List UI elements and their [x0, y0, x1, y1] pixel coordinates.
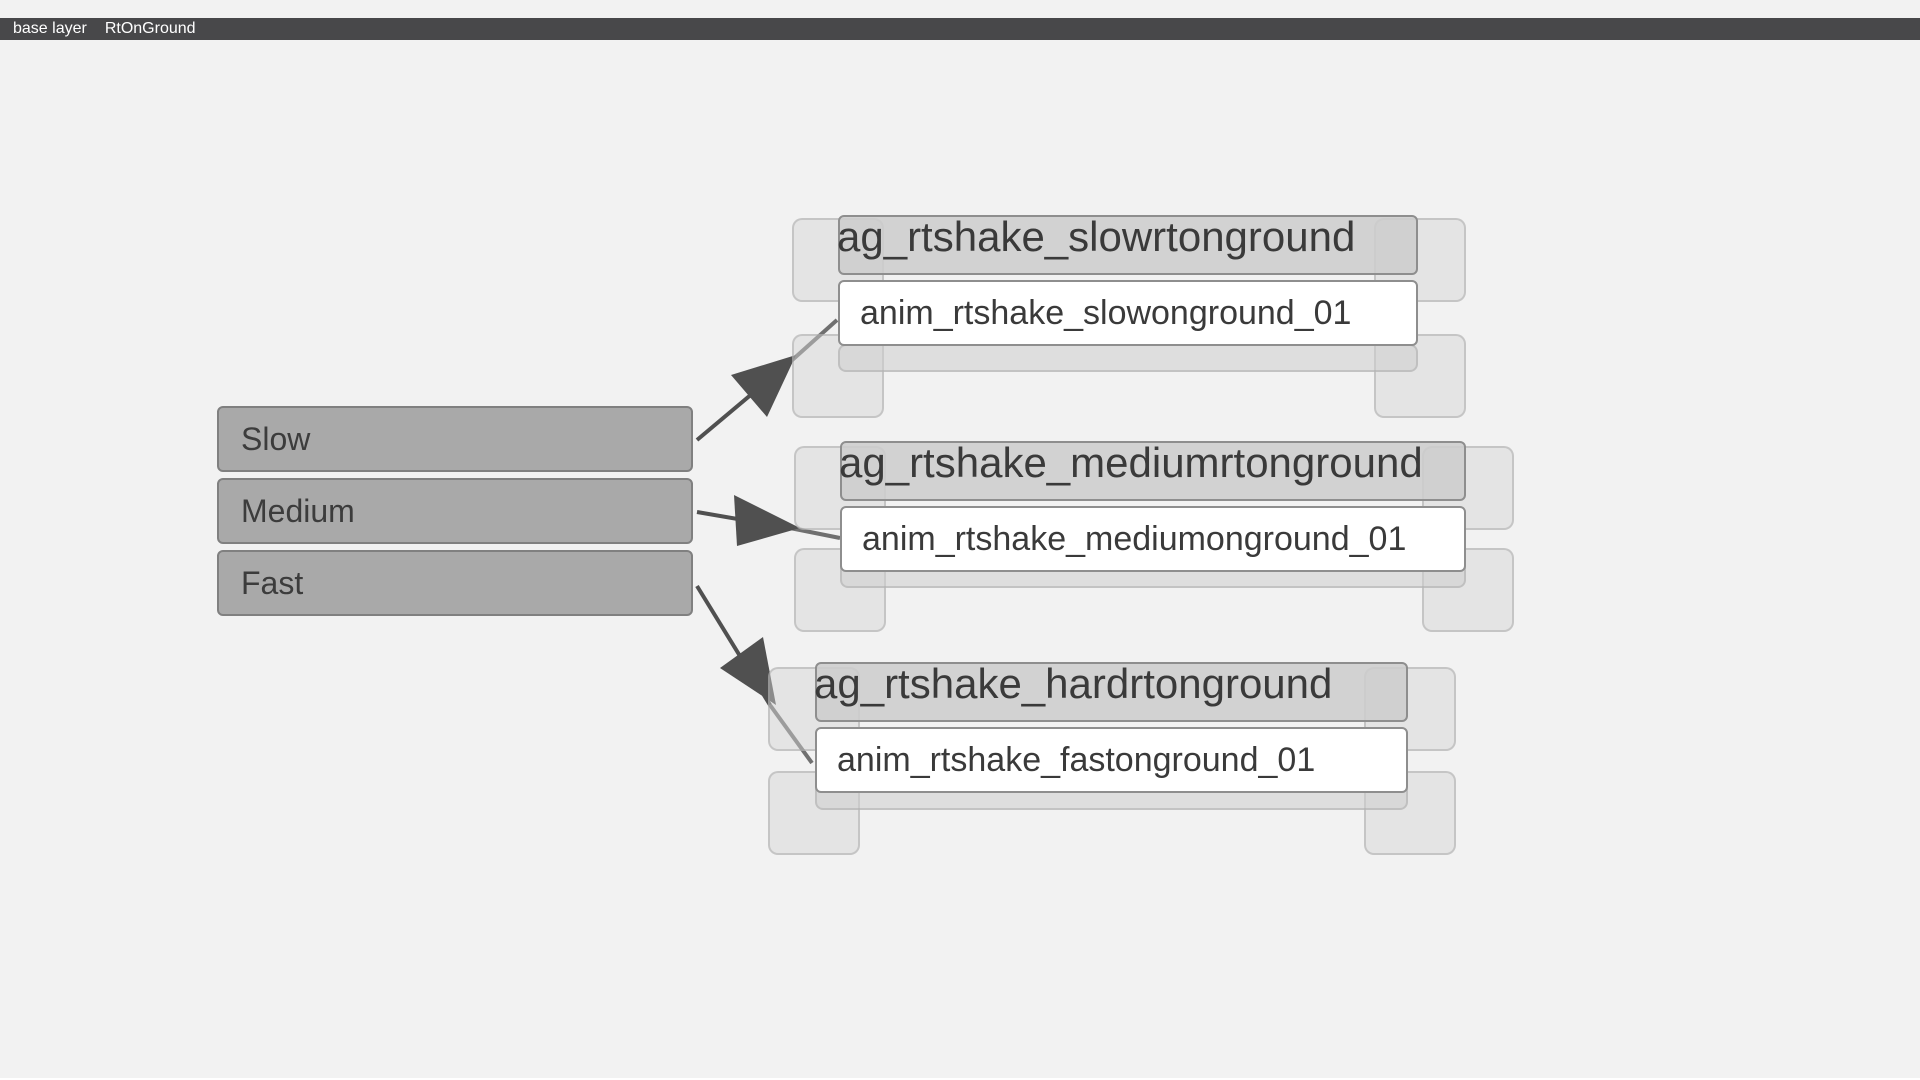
state-item-slow[interactable]: Slow [217, 406, 693, 472]
node-footer [838, 344, 1418, 372]
breadcrumb: base layer RtOnGround [0, 18, 1920, 40]
animation-entry[interactable]: anim_rtshake_slowonground_01 [838, 280, 1418, 346]
breadcrumb-item-rtonground[interactable]: RtOnGround [104, 20, 196, 37]
bottom-border [0, 1078, 1920, 1080]
state-label: Fast [241, 564, 304, 601]
anim-group-title: ag_rtshake_slowrtonground [837, 213, 1356, 260]
arrowhead-icon [731, 355, 796, 417]
node-handle[interactable] [768, 771, 860, 855]
top-strip [0, 0, 1920, 18]
node-handle[interactable] [1374, 334, 1466, 418]
anim-group-header[interactable]: ag_rtshake_mediumrtonground [839, 439, 1466, 501]
anim-group-header[interactable]: ag_rtshake_hardrtonground [814, 660, 1408, 722]
state-item-medium[interactable]: Medium [217, 478, 693, 544]
animation-name: anim_rtshake_mediumonground_01 [862, 519, 1407, 558]
anim-group-header[interactable]: ag_rtshake_slowrtonground [837, 213, 1418, 275]
arrowhead-icon [734, 495, 800, 546]
animation-name: anim_rtshake_fastonground_01 [837, 740, 1316, 779]
breadcrumb-item-base-layer[interactable]: base layer [13, 20, 87, 37]
state-label: Slow [241, 420, 311, 457]
anim-group-title: ag_rtshake_hardrtonground [814, 660, 1333, 707]
state-item-fast[interactable]: Fast [217, 550, 693, 616]
animation-entry[interactable]: anim_rtshake_mediumonground_01 [840, 506, 1466, 572]
anim-group-title: ag_rtshake_mediumrtonground [839, 439, 1423, 486]
animation-name: anim_rtshake_slowonground_01 [860, 293, 1352, 332]
state-label: Medium [241, 492, 355, 529]
animation-entry[interactable]: anim_rtshake_fastonground_01 [815, 727, 1408, 793]
